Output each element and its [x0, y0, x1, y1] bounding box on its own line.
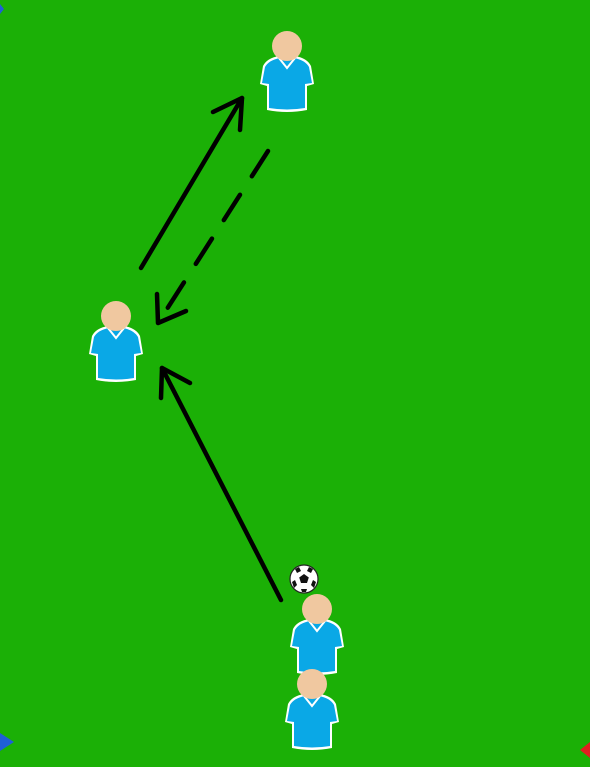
run-arrow-up-right — [138, 95, 245, 271]
pass-arrow-dashed — [154, 148, 271, 326]
red-cone-marker — [580, 742, 590, 758]
run-arrow-up-left — [158, 365, 284, 603]
blue-cone-marker-top — [0, 4, 4, 14]
soccer-ball-icon — [289, 564, 319, 594]
blue-cone-marker — [0, 733, 14, 751]
